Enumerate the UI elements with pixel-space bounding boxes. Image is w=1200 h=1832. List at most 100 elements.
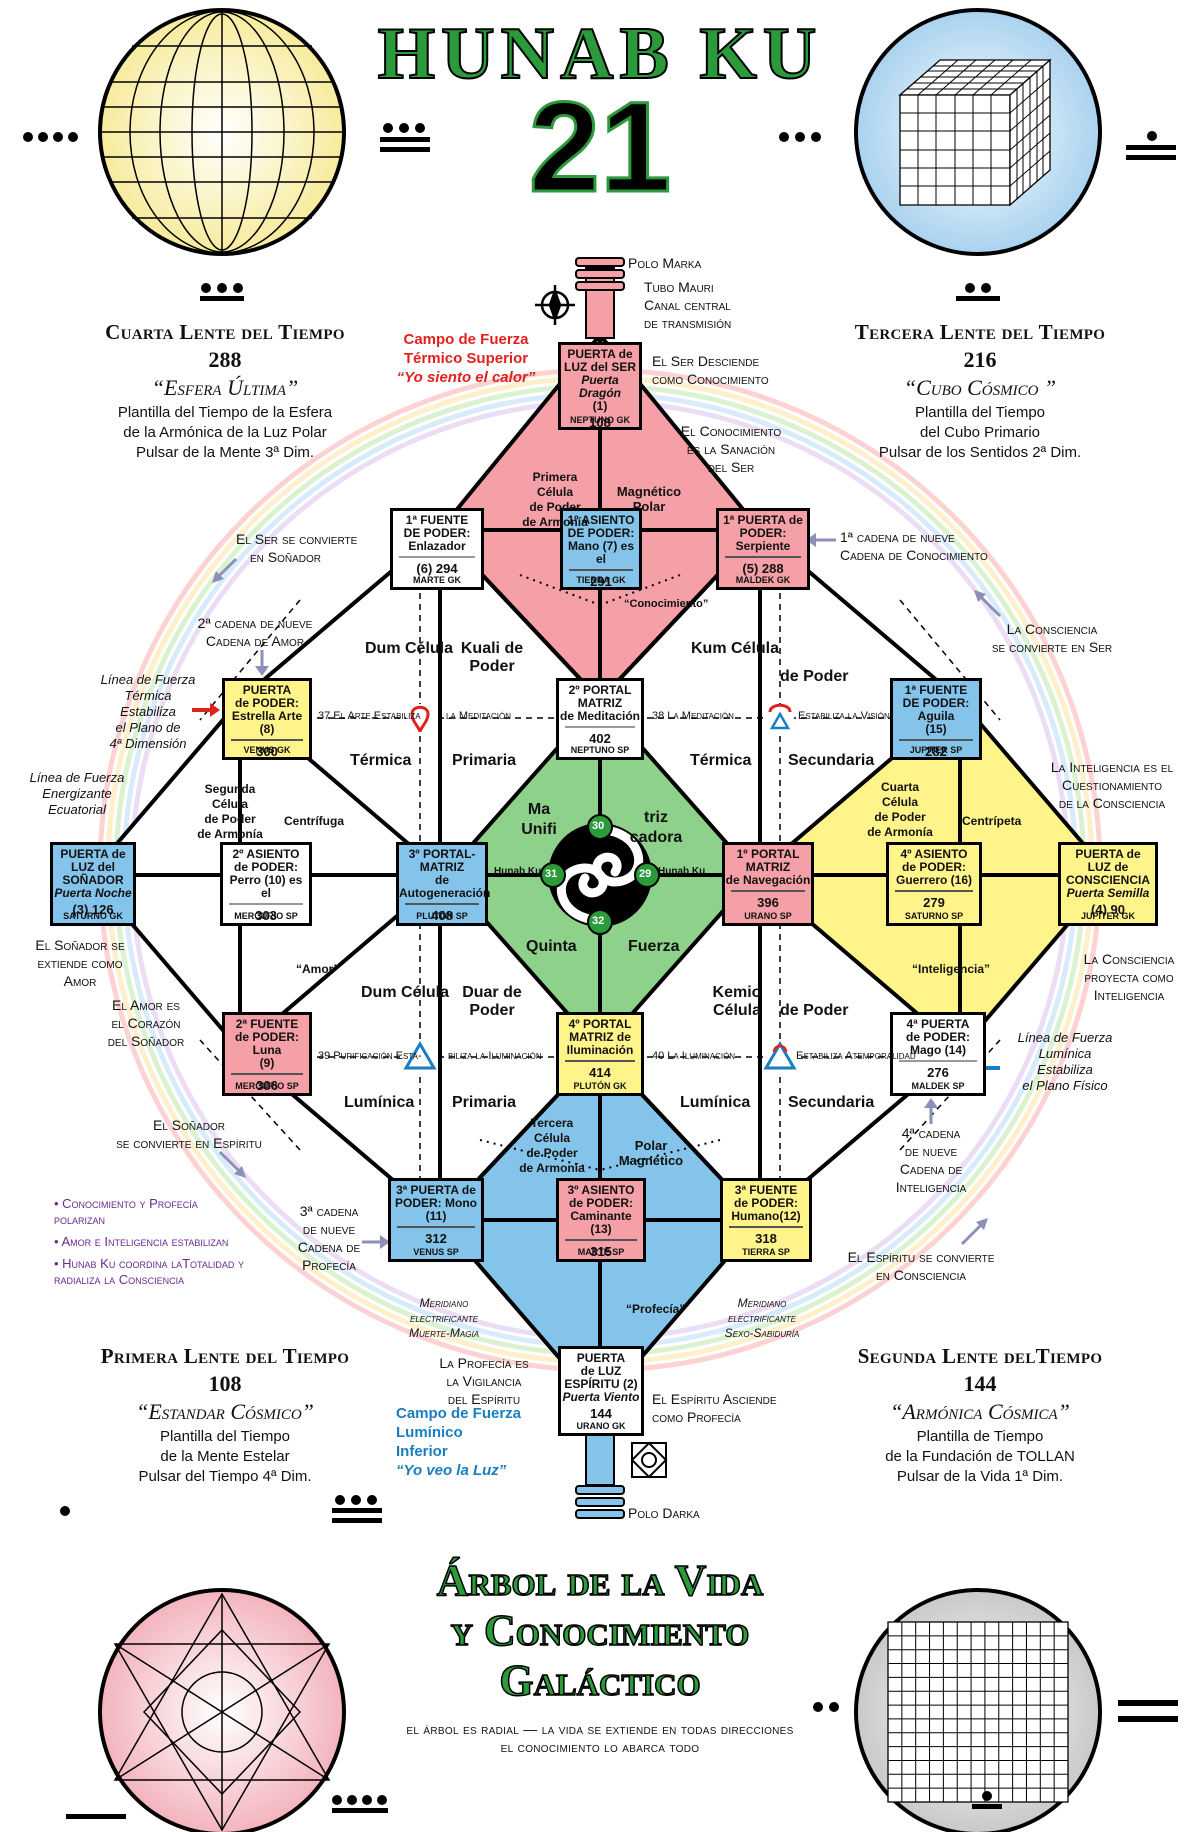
green-node-dots — [540, 814, 660, 935]
footer-title-line-2: y Conocimiento — [450, 1605, 750, 1656]
lens-fourth-desc-2: de la Armónica de la Luz Polar — [123, 424, 327, 441]
star-square-icon — [630, 1441, 668, 1479]
lower-field-line-4: “Yo veo la Luz” — [396, 1462, 507, 1479]
lens-fourth-desc-1: Plantilla del Tiempo de la Esfera — [117, 404, 333, 421]
upper-field-line-2: Térmico Superior — [403, 350, 529, 367]
lens-third-number: 216 — [963, 347, 997, 372]
lens-first-block: Primera Lente del Tiempo 108 “Estandar C… — [60, 1344, 390, 1487]
numeral-3-dots-tr — [776, 130, 826, 149]
numeral-13-tl-right — [378, 122, 434, 163]
numeral-13-bl-top — [330, 1494, 386, 1533]
crosshair-icon — [535, 285, 575, 325]
lower-field-line-3: Inferior — [396, 1443, 448, 1460]
numeral-11-tr-right — [1124, 130, 1180, 171]
header-number: 21 — [527, 76, 672, 219]
lens-third-name: “Cubo Cósmico ” — [903, 375, 1057, 400]
grid-lens — [854, 1588, 1102, 1832]
numeral-2-dots-tr-bottom — [954, 282, 1004, 309]
sphere-lens-globe — [98, 8, 346, 256]
numeral-4-dots-tl — [22, 130, 82, 149]
lens-third-desc-1: Plantilla del Tiempo — [914, 404, 1046, 421]
lens-second-name: “Armónica Cósmica” — [890, 1399, 1070, 1424]
triangle-symbol-right-low — [763, 1041, 797, 1073]
bullet-item-3: • Hunab Ku coordina laTotalidad y radial… — [54, 1256, 244, 1287]
footer-title: Árbol de la Vida y Conocimiento Galáctic… — [400, 1555, 800, 1706]
triangle-symbol-left-low — [403, 1041, 437, 1073]
lens-second-block: Segunda Lente delTiempo 144 “Armónica Có… — [810, 1344, 1150, 1487]
lens-fourth-number: 288 — [208, 347, 242, 372]
footer-title-line-1: Árbol de la Vida — [436, 1555, 764, 1606]
lens-first-title: Primera Lente del Tiempo — [100, 1344, 350, 1368]
header-title: HUNAB KU — [377, 12, 823, 96]
lens-second-desc-1: Plantilla de Tiempo — [916, 1428, 1044, 1445]
tubo-mauri-line-2: Canal central — [644, 297, 731, 313]
lens-fourth-name: “Esfera Última” — [151, 375, 299, 400]
bullet-list: • Conocimiento y Profecía polarizan • Am… — [54, 1196, 244, 1288]
numeral-dot-bar-br-bottom — [970, 1790, 1004, 1819]
dashed-channels — [199, 560, 1001, 1190]
footer-caption-line-2: el conocimiento lo abarca todo — [500, 1739, 700, 1755]
lens-third-block: Tercera Lente del Tiempo 216 “Cubo Cósmi… — [810, 320, 1150, 463]
tubo-mauri-label: Tubo Mauri Canal central de transmisión — [644, 278, 731, 332]
numeral-4-dots-bl-bottom — [330, 1794, 392, 1823]
lens-first-desc-2: de la Mente Estelar — [160, 1448, 290, 1465]
bullet-item-2: • Amor e Inteligencia estabilizan — [54, 1234, 229, 1249]
arrow-se-icon-1 — [218, 1150, 248, 1185]
lens-third-title: Tercera Lente del Tiempo — [854, 320, 1106, 344]
footer-caption-line-1: el árbol es radial — la vida se extiende… — [406, 1721, 794, 1737]
lens-first-desc-1: Plantilla del Tiempo — [159, 1428, 291, 1445]
numeral-3-dots-tl-bottom — [198, 282, 248, 309]
polo-marka-label: Polo Marka — [628, 255, 702, 271]
arrow-ne-icon-1 — [960, 1216, 990, 1251]
lower-field-line-2: Lumínico — [396, 1424, 463, 1441]
star-lens — [98, 1588, 346, 1832]
lower-field-line-1: Campo de Fuerza — [396, 1405, 522, 1422]
lens-third-desc-2: del Cubo Primario — [919, 424, 1041, 441]
lens-second-desc-3: Pulsar de la Vida 1ª Dim. — [896, 1468, 1064, 1485]
numeral-1-dot-bl — [58, 1504, 72, 1523]
lens-second-number: 144 — [963, 1371, 997, 1396]
hunab-ku-spiral — [548, 823, 652, 927]
heart-symbol-left — [406, 704, 434, 733]
triangle-symbol-right — [766, 703, 794, 732]
dotted-arcs — [479, 574, 721, 1171]
numeral-bars-br-right — [1118, 1698, 1182, 1731]
lens-fourth-title: Cuarta Lente del Tiempo — [105, 320, 345, 344]
